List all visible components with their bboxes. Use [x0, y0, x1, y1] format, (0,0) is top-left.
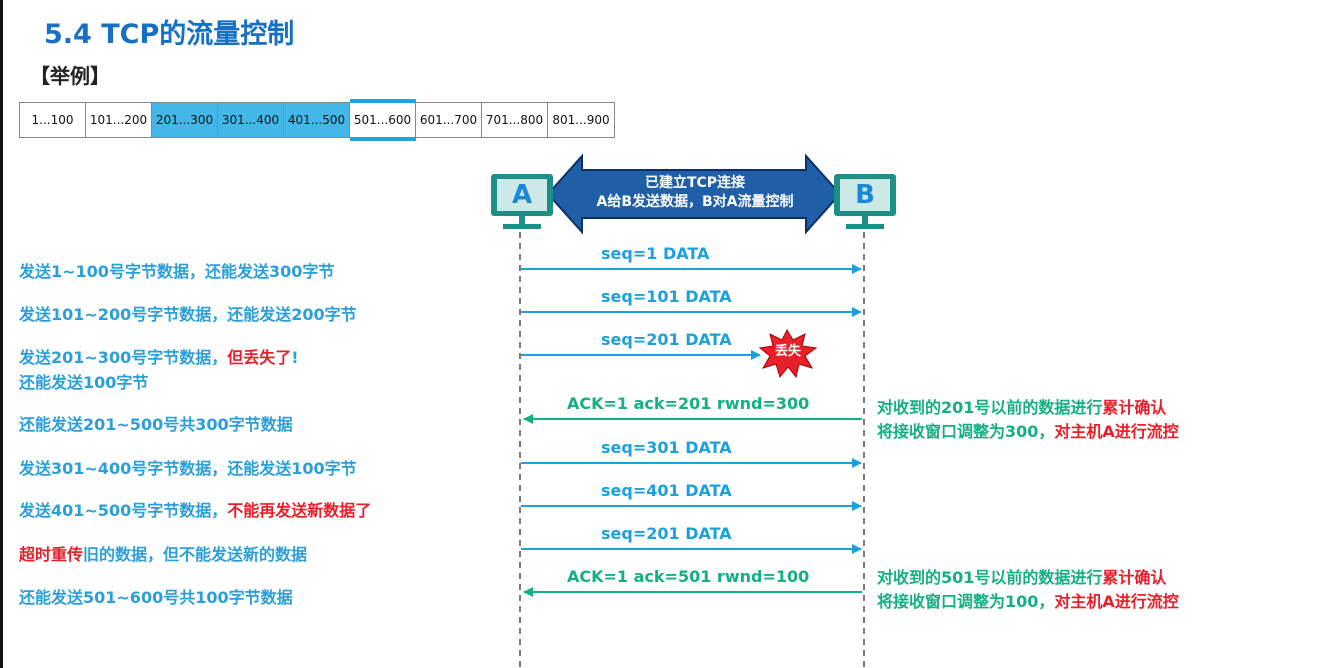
right-note-part: 将接收窗口调整为100， — [877, 592, 1055, 611]
left-note-part: 旧的数据，但不能发送新的数据 — [83, 545, 308, 564]
seq-block: 601...700 — [416, 103, 482, 137]
connection-banner-text: 已建立TCP连接 A给B发送数据，B对A流量控制 — [570, 174, 820, 212]
left-note-part: ! — [291, 348, 299, 367]
left-note: 发送401~500号字节数据，不能再发送新数据了 — [19, 497, 371, 521]
right-note-part: 将接收窗口调整为300， — [877, 422, 1055, 441]
left-note: 还能发送201~500号共300字节数据 — [19, 415, 293, 434]
right-note: 对收到的501号以前的数据进行累计确认 将接收窗口调整为100，对主机A进行流控 — [877, 566, 1179, 614]
left-note: 还能发送100字节 — [19, 373, 149, 392]
right-note-part: 对收到的501号以前的数据进行 — [877, 568, 1103, 587]
lost-burst-icon — [758, 328, 818, 379]
byte-sequence-strip: 1...100 101...200 201...300 301...400 40… — [19, 99, 615, 141]
seq-block-highlighted: 201...300 — [152, 103, 218, 137]
connection-line2: A给B发送数据，B对A流量控制 — [596, 194, 794, 210]
right-note-red: 对主机A进行流控 — [1054, 422, 1179, 441]
left-note: 超时重传旧的数据，但不能发送新的数据 — [19, 541, 307, 565]
message-label: seq=101 DATA — [601, 287, 732, 306]
right-note-red: 累计确认 — [1102, 398, 1167, 417]
right-note: 对收到的201号以前的数据进行累计确认 将接收窗口调整为300，对主机A进行流控 — [877, 396, 1179, 444]
left-note: 还能发送501~600号共100字节数据 — [19, 588, 293, 607]
slide-title: 5.4 TCP的流量控制 — [44, 19, 295, 50]
left-note: 发送201~300号字节数据，但丢失了! — [19, 344, 299, 368]
seq-block: 701...800 — [482, 103, 548, 137]
left-note-part: 发送401~500号字节数据， — [19, 501, 228, 520]
connection-line1: 已建立TCP连接 — [644, 175, 746, 191]
message-label: seq=201 DATA — [601, 330, 732, 349]
left-note-red: 超时重传 — [19, 545, 84, 564]
seq-block: 801...900 — [552, 113, 610, 127]
right-note-part: 对收到的201号以前的数据进行 — [877, 398, 1103, 417]
host-b-computer-icon: B — [834, 174, 896, 230]
left-note-part: 发送201~300号字节数据， — [19, 348, 228, 367]
left-note-red: 不能再发送新数据了 — [227, 501, 372, 520]
right-note-red: 累计确认 — [1102, 568, 1167, 587]
left-note: 发送301~400号字节数据，还能发送100字节 — [19, 459, 357, 478]
lost-label: 丢失 — [775, 343, 802, 359]
host-a-computer-icon: A — [491, 174, 553, 230]
slide-left-border — [0, 0, 3, 668]
seq-block: 1...100 — [20, 103, 86, 137]
left-note: 发送1~100号字节数据，还能发送300字节 — [19, 262, 335, 281]
seq-block-window: 501...600 — [350, 99, 416, 141]
message-label: seq=301 DATA — [601, 438, 732, 457]
seq-block: 101...200 — [86, 103, 152, 137]
host-a-label: A — [497, 179, 547, 211]
left-note-red: 但丢失了 — [227, 348, 292, 367]
message-label: seq=401 DATA — [601, 481, 732, 500]
seq-block-highlighted: 301...400 — [218, 103, 284, 137]
seq-block-highlighted: 401...500 — [284, 103, 350, 137]
host-b-label: B — [840, 179, 890, 211]
ack-label: ACK=1 ack=501 rwnd=100 — [567, 567, 810, 586]
ack-label: ACK=1 ack=201 rwnd=300 — [567, 394, 810, 413]
message-label: seq=201 DATA — [601, 524, 732, 543]
right-note-red: 对主机A进行流控 — [1054, 592, 1179, 611]
message-label: seq=1 DATA — [601, 244, 710, 263]
slide-subtitle: 【举例】 — [30, 64, 110, 88]
left-note: 发送101~200号字节数据，还能发送200字节 — [19, 305, 357, 324]
